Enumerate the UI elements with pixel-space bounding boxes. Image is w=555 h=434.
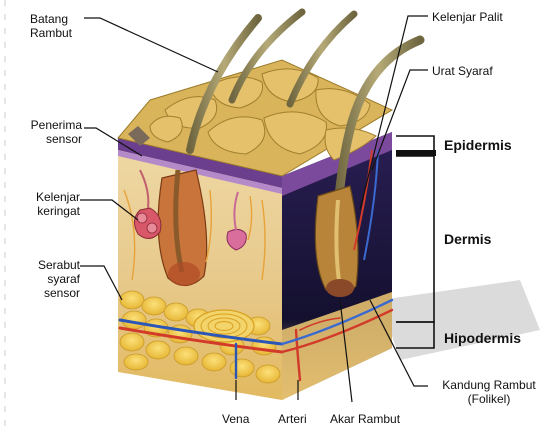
layer-hipodermis: Hipodermis <box>444 330 521 346</box>
label-kandung-rambut: Kandung Rambut (Folikel) <box>426 378 552 406</box>
label-batang-rambut: Batang Rambut <box>30 12 72 40</box>
layer-epidermis: Epidermis <box>444 137 512 153</box>
layer-dermis: Dermis <box>444 231 491 247</box>
front-follicle <box>158 170 207 286</box>
label-serabut-syaraf-sensor: Serabut syaraf sensor <box>14 258 80 300</box>
label-arteri: Arteri <box>278 412 307 426</box>
label-penerima-sensor: Penerima sensor <box>16 118 82 146</box>
label-urat-syaraf: Urat Syaraf <box>432 64 493 78</box>
label-kelenjar-keringat: Kelenjar keringat <box>14 190 80 218</box>
right-follicle <box>315 186 358 297</box>
label-akar-rambut: Akar Rambut <box>330 412 400 426</box>
label-kelenjar-palit: Kelenjar Palit <box>432 10 503 24</box>
label-vena: Vena <box>222 412 249 426</box>
